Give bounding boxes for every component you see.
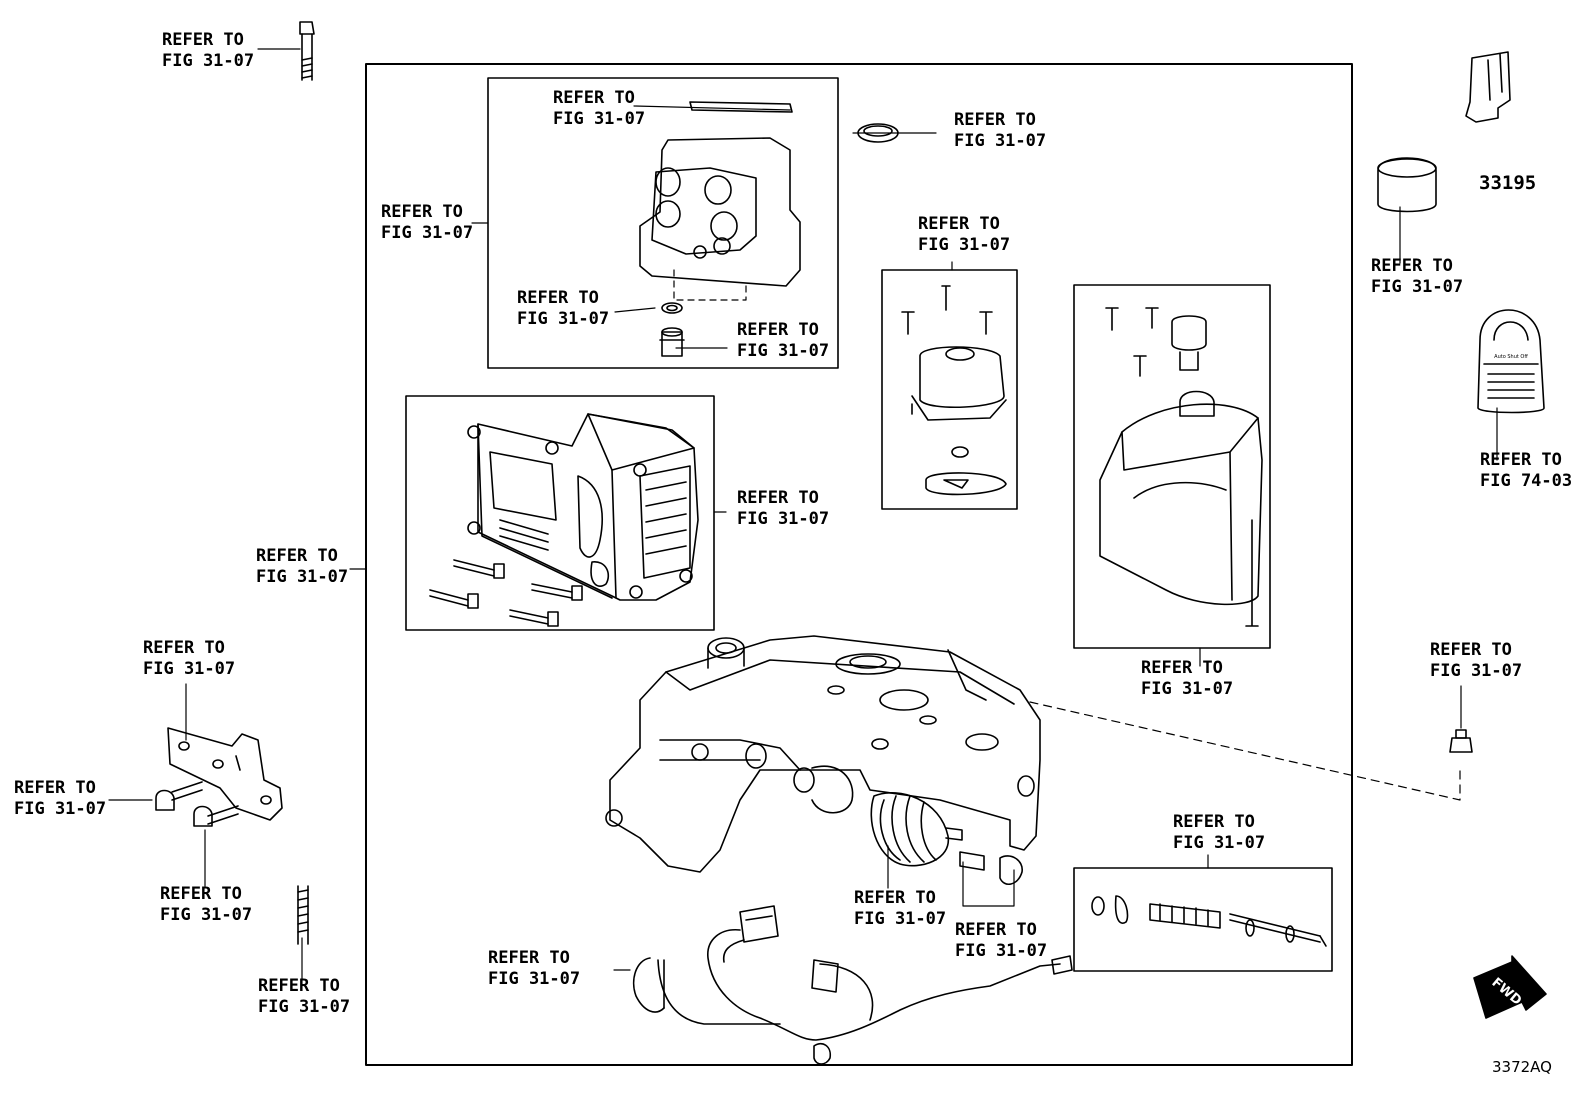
pump-motor	[901, 285, 1007, 496]
reservoir-cap-cover	[1377, 157, 1437, 213]
sensor-box	[1073, 867, 1333, 972]
dashed-link	[1029, 701, 1461, 801]
bolt-icon-bracket	[155, 781, 239, 827]
bolt-icon	[429, 559, 583, 627]
valve-body	[639, 101, 801, 357]
reservoir-box	[1073, 284, 1271, 649]
dashed-link-2	[673, 269, 747, 301]
master-cylinder-body	[605, 635, 1041, 873]
caution-tag	[1477, 309, 1545, 414]
holder-33195	[1465, 51, 1511, 123]
main-assembly-frame	[365, 63, 1353, 1066]
caution-tag-text: Auto Shut Off	[1494, 354, 1528, 360]
nut-icon	[1449, 729, 1473, 753]
mounting-bracket	[167, 727, 283, 821]
boot-and-pushrod	[870, 792, 1023, 885]
stud-icon	[297, 885, 309, 945]
illustration-code: 3372AQ	[1492, 1058, 1552, 1076]
wire-harness	[632, 905, 1073, 1065]
actuator-housing	[467, 413, 699, 601]
motor-box	[881, 269, 1018, 510]
fwd-arrow-icon	[1473, 955, 1547, 1019]
bolt-icon-top-left	[299, 21, 315, 81]
o-ring	[857, 123, 899, 143]
part-number-33195: 33195	[1479, 172, 1537, 194]
actuator-housing-box	[405, 395, 715, 631]
speed-sensor-parts	[1091, 895, 1327, 947]
reservoir-tank	[1099, 307, 1263, 627]
leader-lines	[108, 48, 1498, 981]
